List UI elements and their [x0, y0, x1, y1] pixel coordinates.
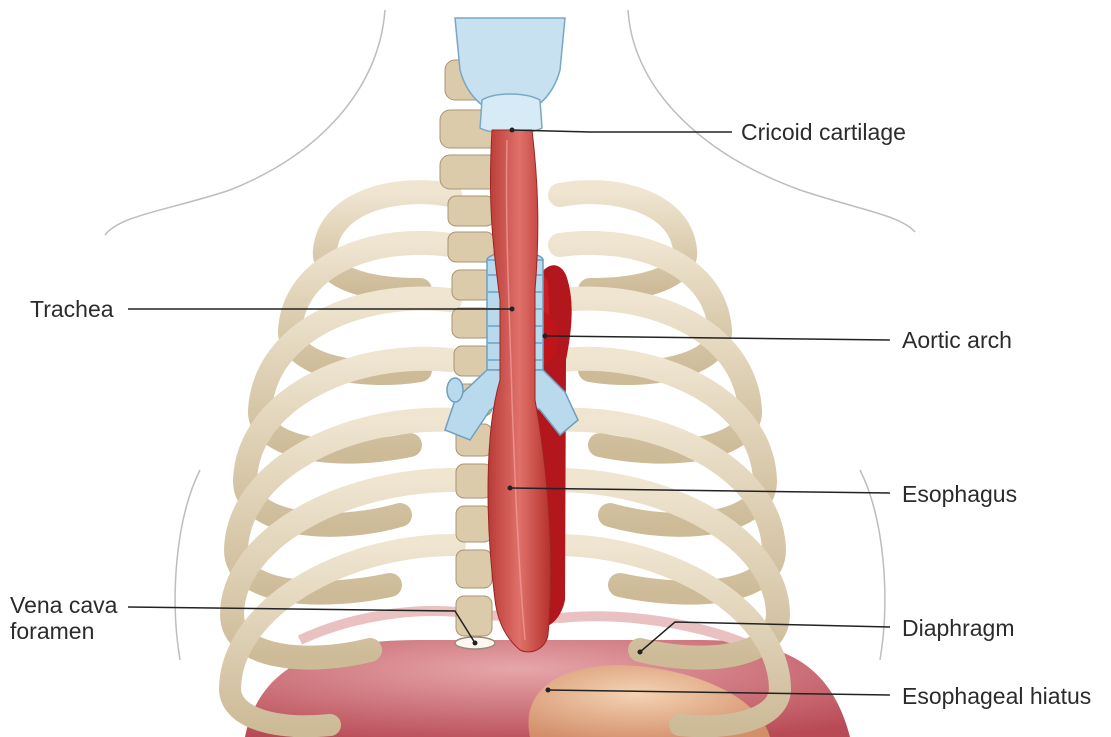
label-vena-cava-line2: foramen [10, 618, 117, 644]
label-esophagus: Esophagus [902, 481, 1017, 507]
label-vena-cava-line1: Vena cava [10, 592, 117, 618]
label-trachea: Trachea [30, 296, 114, 322]
label-cricoid-cartilage: Cricoid cartilage [741, 119, 906, 145]
leader-line-cricoid [512, 130, 732, 132]
label-vena-cava-foramen: Vena cava foramen [10, 592, 117, 644]
label-esophageal-hiatus: Esophageal hiatus [902, 683, 1091, 709]
label-aortic-arch: Aortic arch [902, 327, 1012, 353]
label-diaphragm: Diaphragm [902, 615, 1015, 641]
